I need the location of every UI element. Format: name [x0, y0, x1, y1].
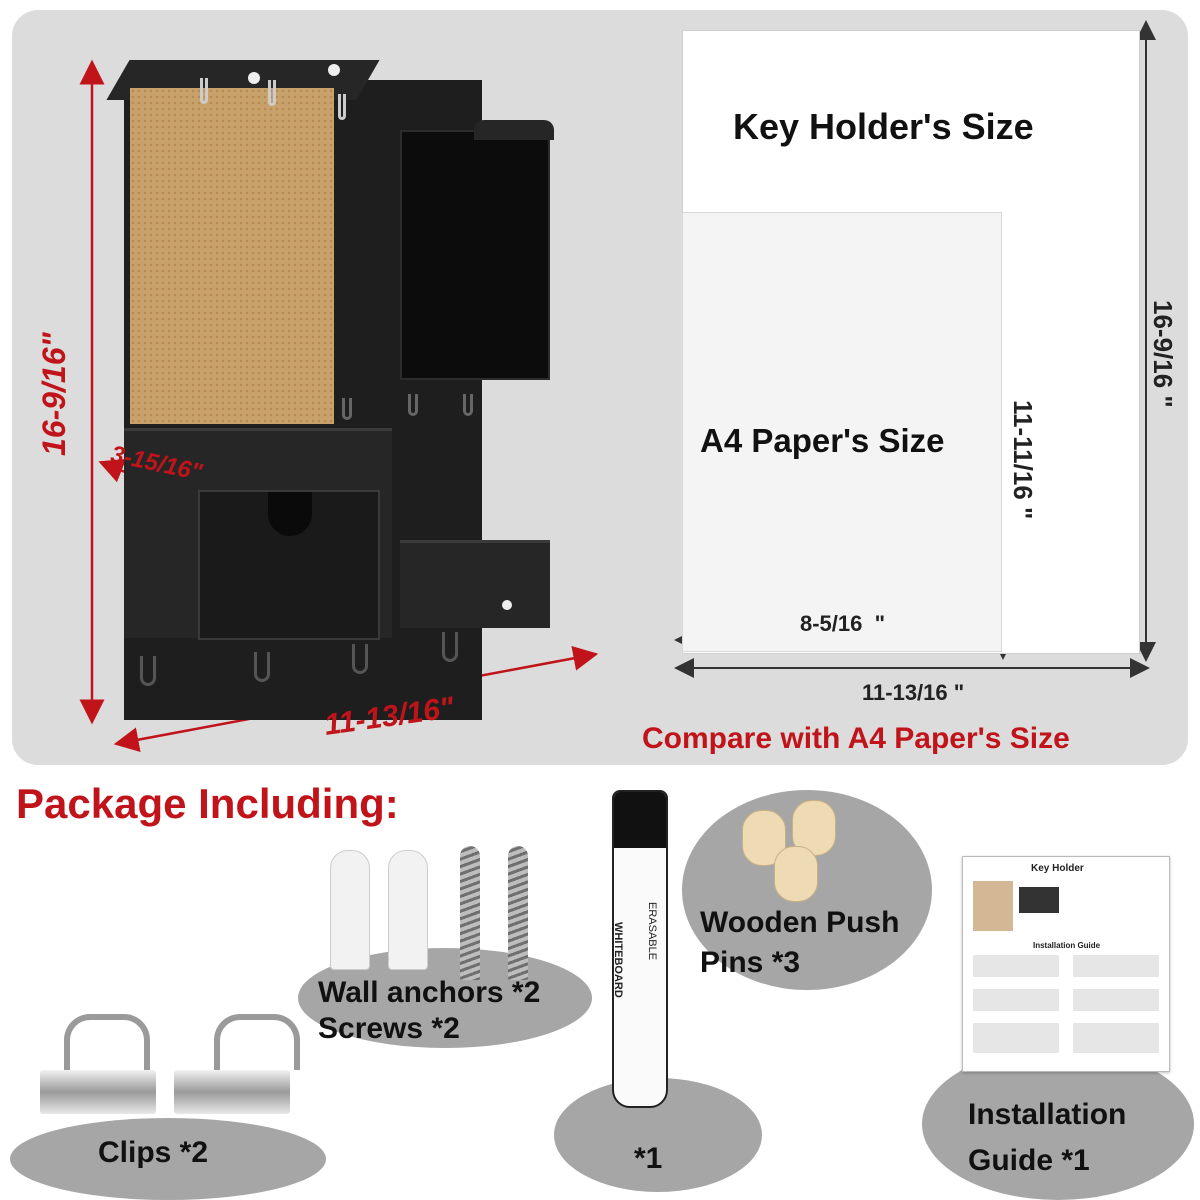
pins-label-2: Pins *3	[700, 946, 801, 979]
marker-label: *1	[634, 1142, 663, 1175]
key-holder-image	[106, 30, 558, 720]
clips-ellipse	[10, 1118, 326, 1200]
key-holder-size-title: Key Holder's Size	[733, 106, 1034, 147]
a4-height-label: 11-11/16 "	[1008, 400, 1038, 520]
screw-icon	[460, 846, 480, 980]
clip-icon	[214, 1014, 300, 1070]
marker-text-2: ERASABLE	[646, 902, 658, 961]
push-pin-icon	[774, 846, 818, 902]
chalkboard	[400, 130, 550, 380]
pins-label-1: Wooden Push	[700, 906, 900, 939]
guide-ellipse	[922, 1048, 1194, 1200]
wall-anchor-icon	[330, 850, 370, 970]
compare-caption: Compare with A4 Paper's Size	[642, 722, 1070, 755]
guide-sheet-subtitle: Installation Guide	[1033, 941, 1101, 950]
holder-height-label: 16-9/16"	[36, 332, 72, 456]
screw-icon	[508, 846, 528, 980]
clips-label: Clips *2	[98, 1136, 209, 1169]
guide-sheet-title: Key Holder	[1031, 863, 1084, 874]
wall-anchor-icon	[388, 850, 428, 970]
a4-width-label: 8-5/16 "	[800, 611, 886, 636]
guide-label-2: Guide *1	[968, 1144, 1090, 1177]
cork-board	[130, 88, 334, 424]
clip-icon	[64, 1014, 150, 1070]
mail-bin	[400, 540, 550, 628]
outer-height-label: 16-9/16 "	[1148, 300, 1178, 408]
whiteboard-marker-icon: WHITEBOARD ERASABLE	[612, 790, 668, 1108]
installation-guide-sheet: Key Holder Installation Guide	[962, 856, 1170, 1072]
package-heading: Package Including:	[16, 780, 399, 827]
a4-sheet	[682, 212, 1002, 652]
outer-width-label: 11-13/16 "	[862, 680, 965, 705]
a4-size-title: A4 Paper's Size	[700, 422, 945, 459]
screws-label: Screws *2	[318, 1012, 460, 1045]
anchors-label: Wall anchors *2	[318, 976, 541, 1009]
guide-label-1: Installation	[968, 1098, 1127, 1131]
marker-text: WHITEBOARD	[612, 922, 624, 998]
